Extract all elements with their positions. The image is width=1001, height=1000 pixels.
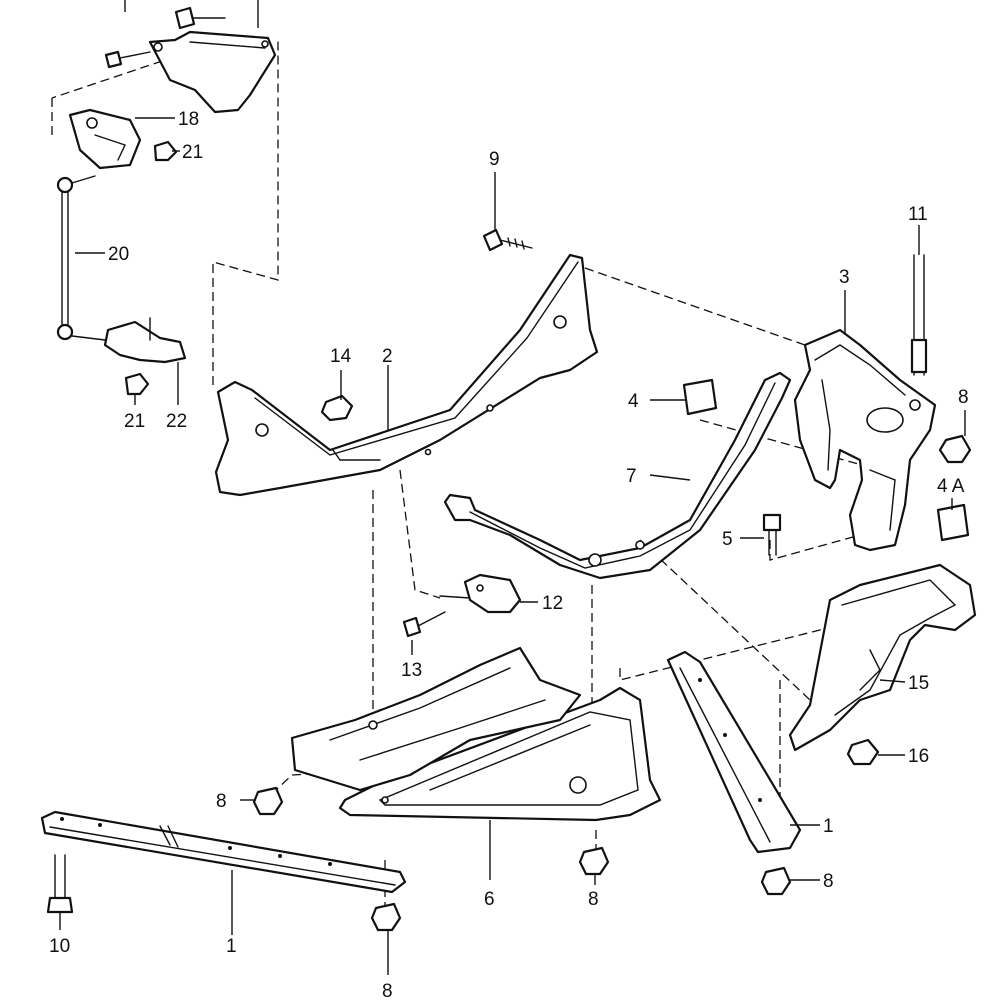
part-3-bracket <box>793 328 937 552</box>
callout-14: 14 <box>330 346 352 367</box>
callout-2: 2 <box>382 346 393 367</box>
leader-lines <box>59 0 966 975</box>
callout-8-left: 8 <box>216 791 227 812</box>
callout-13: 13 <box>401 660 422 681</box>
callout-8-center: 8 <box>588 889 599 910</box>
fastener-8-nut-right <box>938 434 972 464</box>
callout-8-right: 8 <box>958 387 969 408</box>
part-15-panel <box>788 563 977 752</box>
part-12-bracket <box>439 573 522 614</box>
fastener-5-bolt <box>762 513 782 556</box>
callout-16: 16 <box>908 746 929 767</box>
part-2-crossmember <box>214 253 599 497</box>
fastener-21-nut-bottom <box>124 372 150 396</box>
part-top-mount-bracket <box>148 30 277 114</box>
fastener-10-bolt <box>46 854 74 914</box>
part-1-right-rail <box>666 650 802 854</box>
callout-3: 3 <box>839 267 850 288</box>
fastener-top-bolts <box>104 6 226 69</box>
fastener-4a-clip <box>936 503 970 542</box>
fastener-14-nut <box>320 394 354 422</box>
callout-1-right: 1 <box>823 816 834 837</box>
part-20-link-rod <box>56 175 96 341</box>
fastener-13-bolt <box>402 611 446 638</box>
fastener-8-nut-center <box>578 846 610 876</box>
fastener-11-stud <box>910 254 928 376</box>
callout-12: 12 <box>542 593 563 614</box>
part-18-sensor-bracket <box>68 108 142 170</box>
fastener-16-nut <box>846 738 880 766</box>
callout-7: 7 <box>626 466 637 487</box>
callout-6: 6 <box>484 889 495 910</box>
fastener-9-bolt <box>482 228 533 252</box>
part-7-strut <box>443 371 792 580</box>
fastener-8-nut-left <box>252 786 284 816</box>
callout-9: 9 <box>489 149 500 170</box>
callout-8-bottom-right: 8 <box>823 871 834 892</box>
callout-1-left: 1 <box>226 936 237 957</box>
callout-22: 22 <box>166 411 187 432</box>
callout-20: 20 <box>108 244 129 265</box>
callout-15: 15 <box>908 673 929 694</box>
callout-4: 4 <box>628 391 639 412</box>
callout-4a: 4 A <box>937 476 965 497</box>
fastener-8-nut-bottom-right <box>760 866 792 896</box>
part-1-left-rail <box>40 810 407 894</box>
callout-21-top: 21 <box>182 142 203 163</box>
callout-10: 10 <box>49 936 70 957</box>
callout-11: 11 <box>908 204 928 225</box>
fastener-8-nut-bottom-left <box>370 902 402 932</box>
fastener-21-nut-top <box>153 140 178 162</box>
callout-labels: 18 21 20 21 22 9 11 3 14 2 4 8 7 4 A 5 1… <box>49 109 969 1000</box>
fastener-4-clip <box>682 378 718 416</box>
callout-5: 5 <box>722 529 733 550</box>
callout-21-bottom: 21 <box>124 411 145 432</box>
part-6-side-tray <box>290 646 582 792</box>
part-22-lever <box>71 317 187 364</box>
callout-18: 18 <box>178 109 199 130</box>
callout-8-bottom: 8 <box>382 981 393 1000</box>
